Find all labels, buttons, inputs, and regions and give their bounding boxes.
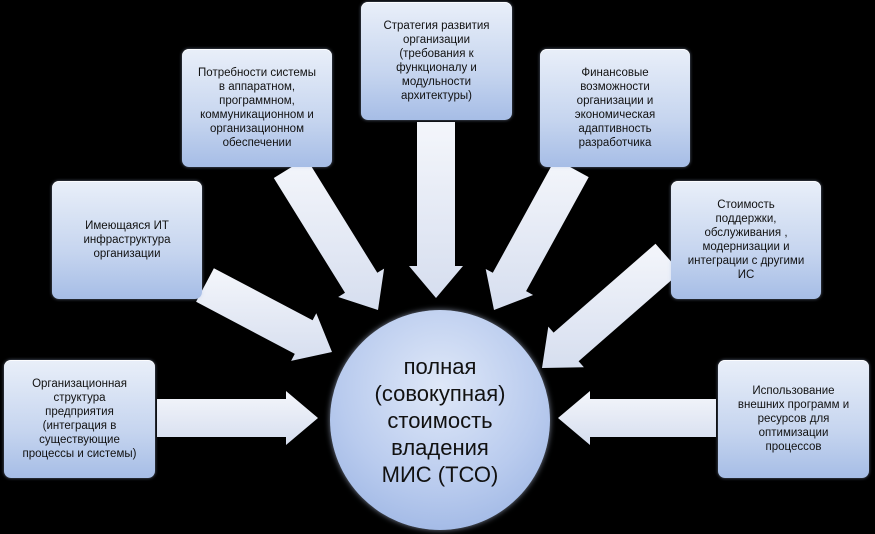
center-tco-circle: полная (совокупная) стоимость владения М… xyxy=(330,310,550,530)
box-external-resources: Использование внешних программ и ресурсо… xyxy=(718,360,869,478)
box-it-infrastructure: Имеющаяся ИТ инфраструктура организации xyxy=(52,181,202,299)
arrow-development-strategy xyxy=(409,122,463,298)
box-financial-capabilities: Финансовые возможности организации и эко… xyxy=(540,49,690,167)
arrow-system-needs xyxy=(273,158,385,310)
arrow-external-resources xyxy=(558,391,716,445)
box-it-infrastructure-label: Имеющаяся ИТ инфраструктура организации xyxy=(83,220,171,260)
arrow-financial-capabilities xyxy=(485,158,589,310)
box-development-strategy: Стратегия развития организации (требован… xyxy=(361,2,512,120)
arrow-support-cost xyxy=(542,243,681,368)
box-external-resources-label: Использование внешних программ и ресурсо… xyxy=(737,385,850,453)
box-system-needs-label: Потребности системы в аппаратном, програ… xyxy=(198,67,316,149)
box-org-structure-label: Организационная структура предприятия (и… xyxy=(22,378,137,460)
box-org-structure: Организационная структура предприятия (и… xyxy=(4,360,155,478)
box-system-needs: Потребности системы в аппаратном, програ… xyxy=(182,49,332,167)
box-development-strategy-label: Стратегия развития организации (требован… xyxy=(383,20,490,102)
box-support-cost: Стоимость поддержки, обслуживания , моде… xyxy=(671,181,821,299)
box-financial-capabilities-label: Финансовые возможности организации и эко… xyxy=(574,67,656,149)
box-support-cost-label: Стоимость поддержки, обслуживания , моде… xyxy=(687,199,805,281)
arrow-org-structure xyxy=(157,391,318,445)
arrow-it-infrastructure xyxy=(196,268,332,361)
center-tco-label: полная (совокупная) стоимость владения М… xyxy=(374,353,506,487)
